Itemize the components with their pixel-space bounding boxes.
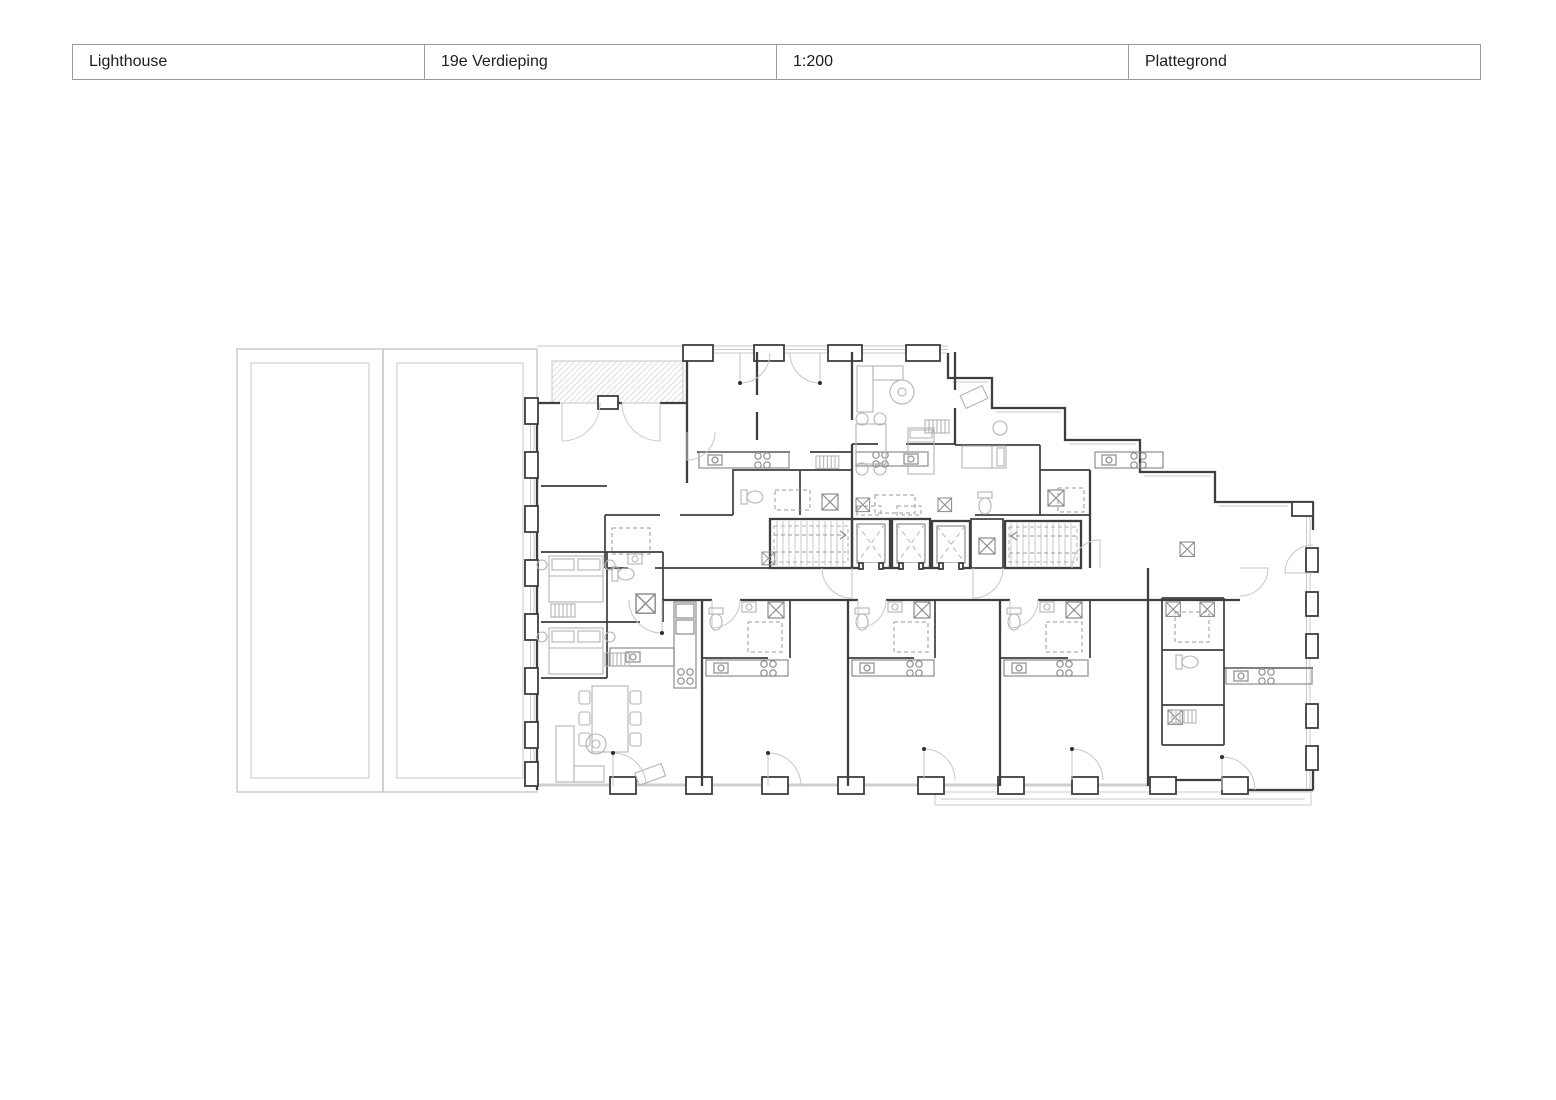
title-project: Lighthouse bbox=[73, 45, 425, 79]
interior-walls-lower bbox=[662, 568, 1313, 786]
elevator-core bbox=[761, 505, 1004, 570]
door-swings bbox=[561, 352, 1314, 791]
kitchens bbox=[609, 451, 1313, 689]
title-floor: 19e Verdieping bbox=[425, 45, 777, 79]
stair-left bbox=[768, 517, 854, 570]
facade-glazing bbox=[530, 349, 1312, 806]
facade-piers bbox=[524, 344, 1319, 795]
stair-right bbox=[1003, 519, 1083, 570]
closets-dashed bbox=[611, 487, 1210, 653]
exterior-walls bbox=[535, 352, 1315, 792]
furniture bbox=[536, 365, 1197, 787]
title-scale: 1:200 bbox=[777, 45, 1129, 79]
title-drawing-type: Plattegrond bbox=[1145, 53, 1227, 70]
bathroom-fixtures bbox=[611, 489, 1199, 670]
title-block: Lighthouse 19e Verdieping 1:200 Plattegr… bbox=[72, 44, 1481, 80]
